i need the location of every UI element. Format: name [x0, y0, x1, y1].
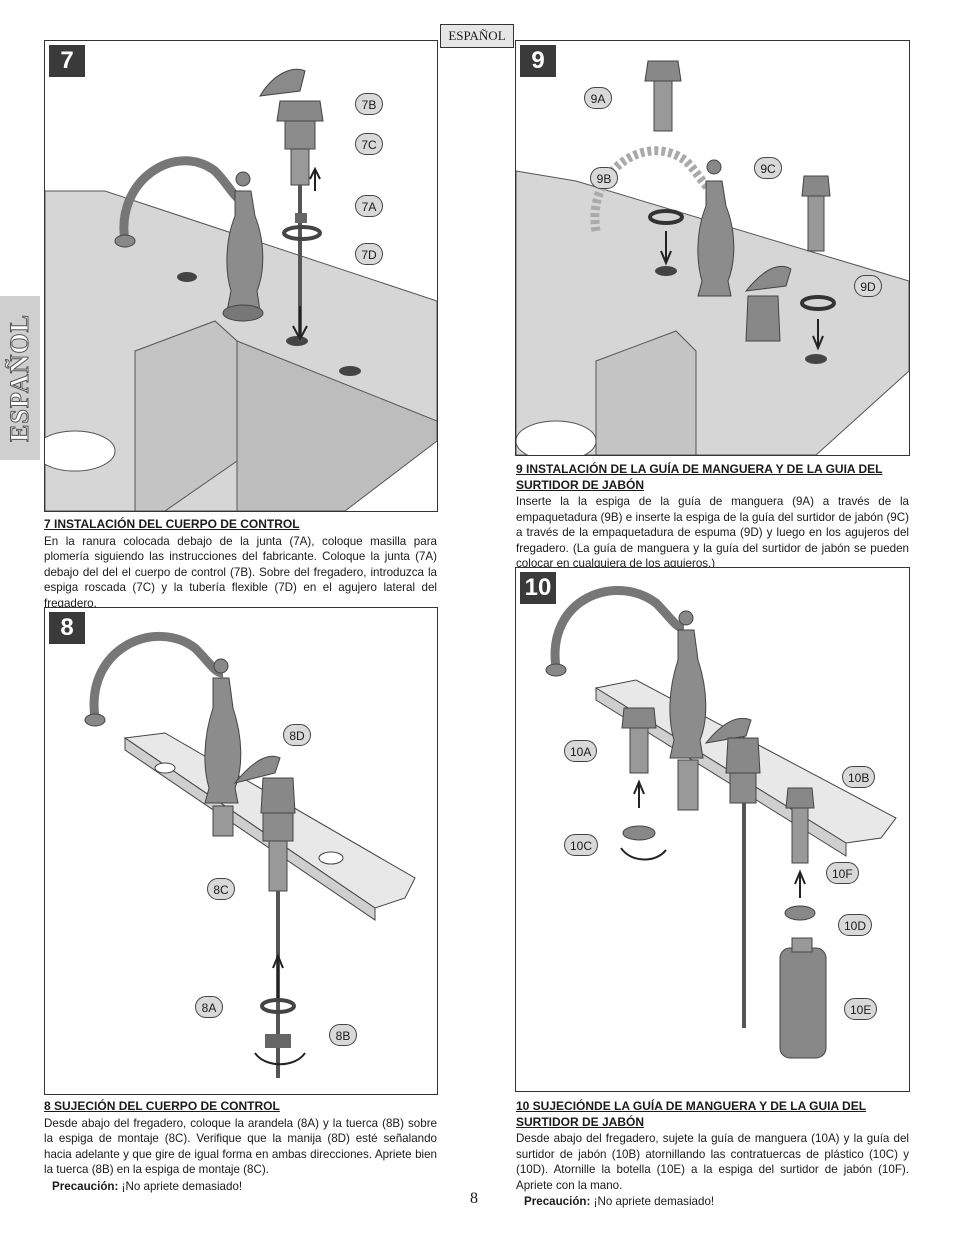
callout-10B: 10B	[842, 766, 876, 788]
step8-text: 8 SUJECIÓN DEL CUERPO DE CONTROL Desde a…	[44, 1099, 437, 1194]
step10-caution-label: Precaución:	[524, 1195, 591, 1208]
callout-10E: 10E	[844, 998, 878, 1020]
callout-7A: 7A	[355, 195, 383, 217]
callout-9B: 9B	[590, 167, 618, 189]
step9-illustration	[516, 60, 909, 455]
callout-9C: 9C	[754, 157, 782, 179]
step9-number: 9	[520, 45, 556, 77]
side-language-tab: ESPAÑOL	[0, 296, 40, 460]
callout-10F: 10F	[826, 862, 859, 884]
step10-number: 10	[520, 572, 556, 604]
step9-heading: 9 INSTALACIÓN DE LA GUÍA DE MANGUERA Y D…	[516, 462, 883, 492]
step8-caution-text: ¡No apriete demasiado!	[118, 1179, 243, 1193]
step7-illustration	[45, 68, 437, 511]
step7-heading: 7 INSTALACIÓN DEL CUERPO DE CONTROL	[44, 517, 300, 531]
callout-8B: 8B	[329, 1024, 357, 1046]
step7-figure: 7 7B 7C 7A 7D	[44, 40, 438, 512]
step8-number: 8	[49, 612, 85, 644]
step10-illustration	[545, 586, 897, 1059]
step9-text: 9 INSTALACIÓN DE LA GUÍA DE MANGUERA Y D…	[516, 462, 909, 572]
callout-9A: 9A	[584, 87, 612, 109]
step10-caution: Precaución: ¡No apriete demasiado!	[516, 1194, 909, 1210]
step8-caution: Precaución: ¡No apriete demasiado!	[44, 1179, 437, 1195]
step8-caution-label: Precaución:	[52, 1179, 119, 1193]
callout-8A: 8A	[195, 996, 223, 1018]
page-number: 8	[470, 1190, 478, 1207]
step8-body: Desde abajo del fregadero, coloque la ar…	[44, 1116, 437, 1177]
step7-text: 7 INSTALACIÓN DEL CUERPO DE CONTROL En l…	[44, 517, 437, 611]
callout-10A: 10A	[564, 740, 598, 762]
step9-body: Inserte la la espiga de la guía de mangu…	[516, 495, 909, 570]
callout-7C: 7C	[355, 133, 383, 155]
step10-body: Desde abajo del fregadero, sujete la guí…	[516, 1132, 909, 1192]
step8-heading: 8 SUJECIÓN DEL CUERPO DE CONTROL	[44, 1099, 280, 1113]
callout-10C: 10C	[564, 834, 599, 856]
callout-9D: 9D	[854, 275, 882, 297]
callout-10D: 10D	[838, 914, 873, 936]
side-tab-label: ESPAÑOL	[5, 314, 35, 443]
step8-illustration	[84, 631, 416, 1078]
step10-caution-text: ¡No apriete demasiado!	[590, 1195, 715, 1208]
step10-text: 10 SUJECIÓNDE LA GUÍA DE MANGUERA Y DE L…	[516, 1099, 909, 1210]
step9-figure: 9 9A 9B 9C 9D	[515, 40, 910, 456]
language-tab: ESPAÑOL	[440, 24, 514, 48]
callout-7D: 7D	[355, 243, 383, 265]
callout-7B: 7B	[355, 93, 383, 115]
step7-body: En la ranura colocada debajo de la junta…	[44, 534, 437, 610]
step8-figure: 8 8D 8C 8A 8B	[44, 607, 438, 1095]
step7-number: 7	[49, 45, 85, 77]
step10-heading: 10 SUJECIÓNDE LA GUÍA DE MANGUERA Y DE L…	[516, 1099, 867, 1129]
callout-8C: 8C	[207, 878, 235, 900]
step10-figure: 10 10A 10B 10C 10F 10D 10E	[515, 567, 910, 1092]
callout-8D: 8D	[283, 724, 311, 746]
